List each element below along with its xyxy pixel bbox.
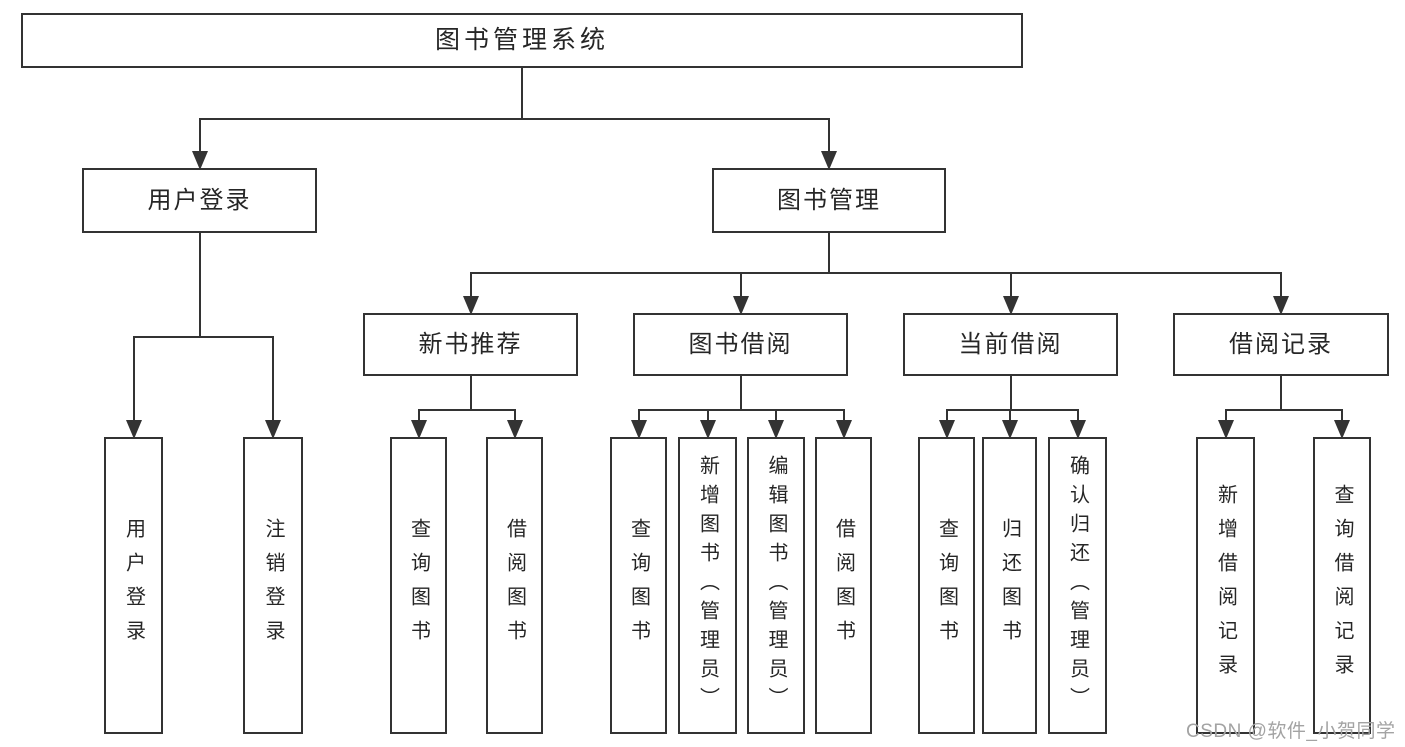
- connector-line: [417, 409, 516, 411]
- connector-line: [842, 410, 845, 421]
- node-add-borrow-record: 新增借阅记录: [1196, 437, 1255, 734]
- connector-line: [1224, 409, 1343, 411]
- connector-line: [198, 233, 201, 337]
- node-new-book-recommend: 新书推荐: [363, 313, 578, 376]
- node-edit-books-admin: 编辑图书（管理员）: [747, 437, 805, 734]
- arrow-down-icon: [191, 151, 208, 170]
- arrow-down-icon: [938, 420, 955, 439]
- arrow-down-icon: [835, 420, 852, 439]
- connector-line: [1009, 273, 1012, 297]
- arrow-down-icon: [821, 151, 837, 170]
- node-label: 用户登录: [122, 517, 145, 654]
- node-label: 图书管理: [777, 186, 881, 214]
- node-label: 确认归还（管理员）: [1066, 455, 1089, 716]
- node-query-borrow-record: 查询借阅记录: [1313, 437, 1371, 734]
- connector-line: [513, 410, 516, 421]
- node-label: 借阅图书: [832, 517, 855, 654]
- connector-line: [198, 119, 201, 152]
- node-label: 查询图书: [935, 517, 958, 654]
- node-label: 图书管理系统: [434, 26, 609, 54]
- node-book-mgmt-group: 图书管理: [712, 168, 946, 233]
- arrow-down-icon: [265, 420, 281, 439]
- arrow-down-icon: [1069, 420, 1086, 439]
- connector-line: [521, 68, 523, 119]
- node-query-books-current: 查询图书: [918, 437, 975, 734]
- connector-line: [469, 273, 472, 297]
- node-book-borrow: 图书借阅: [633, 313, 848, 376]
- arrow-down-icon: [462, 296, 479, 315]
- node-label: 新增借阅记录: [1214, 483, 1237, 688]
- node-label: 查询借阅记录: [1331, 483, 1353, 688]
- node-borrow-books: 借阅图书: [815, 437, 872, 734]
- arrow-down-icon: [1002, 296, 1019, 315]
- node-logout: 注销登录: [243, 437, 303, 734]
- connector-line: [132, 336, 274, 338]
- connector-line: [1280, 376, 1282, 410]
- connector-line: [945, 410, 948, 421]
- arrow-down-icon: [1217, 420, 1234, 439]
- connector-line: [132, 337, 135, 421]
- arrow-down-icon: [410, 420, 427, 439]
- connector-line: [417, 410, 420, 421]
- arrow-down-icon: [125, 420, 142, 439]
- connector-line: [1009, 376, 1012, 410]
- connector-line: [1076, 410, 1079, 421]
- connector-line: [945, 409, 1079, 411]
- node-label: 查询图书: [407, 517, 430, 654]
- arrow-down-icon: [506, 420, 523, 439]
- node-query-books-borrow: 查询图书: [610, 437, 667, 734]
- connector-line: [775, 410, 777, 421]
- connector-line: [1280, 273, 1282, 297]
- connector-line: [828, 233, 830, 273]
- connector-line: [198, 118, 830, 120]
- arrow-down-icon: [732, 296, 749, 315]
- node-label: 图书借阅: [688, 330, 793, 358]
- arrow-down-icon: [699, 420, 716, 439]
- node-add-books-admin: 新增图书（管理员）: [678, 437, 737, 734]
- node-label: 查询图书: [627, 517, 650, 654]
- connector-line: [637, 409, 845, 411]
- connector-line: [739, 273, 742, 297]
- arrow-down-icon: [1001, 420, 1018, 439]
- node-label: 当前借阅: [958, 330, 1063, 358]
- connector-line: [469, 376, 472, 410]
- node-label: 注销登录: [262, 517, 284, 654]
- node-label: 借阅图书: [503, 517, 526, 654]
- node-confirm-return-admin: 确认归还（管理员）: [1048, 437, 1107, 734]
- connector-line: [272, 337, 274, 421]
- connector-line: [1224, 410, 1227, 421]
- node-label: 用户登录: [147, 186, 252, 214]
- arrow-down-icon: [630, 420, 647, 439]
- connector-line: [1341, 410, 1343, 421]
- connector-line: [739, 376, 742, 410]
- arrow-down-icon: [1273, 296, 1289, 315]
- arrow-down-icon: [768, 420, 784, 439]
- node-borrow-records: 借阅记录: [1173, 313, 1389, 376]
- arrow-down-icon: [1334, 420, 1350, 439]
- connector-line: [706, 410, 709, 421]
- node-label: 新书推荐: [418, 330, 523, 358]
- node-user-login-group: 用户登录: [82, 168, 317, 233]
- node-label: 编辑图书（管理员）: [765, 455, 787, 716]
- connector-line: [469, 272, 1282, 274]
- node-label: 借阅记录: [1229, 330, 1333, 358]
- node-return-books: 归还图书: [982, 437, 1037, 734]
- node-label: 新增图书（管理员）: [696, 455, 719, 716]
- node-query-books-recommend: 查询图书: [390, 437, 447, 734]
- node-system-root: 图书管理系统: [21, 13, 1023, 68]
- watermark-text: CSDN @软件_小贺同学: [1186, 721, 1396, 742]
- connector-line: [1008, 410, 1011, 421]
- connector-line: [637, 410, 640, 421]
- node-user-login: 用户登录: [104, 437, 163, 734]
- connector-line: [828, 119, 830, 152]
- node-label: 归还图书: [998, 517, 1021, 654]
- node-borrow-books-recommend: 借阅图书: [486, 437, 543, 734]
- node-current-borrow: 当前借阅: [903, 313, 1118, 376]
